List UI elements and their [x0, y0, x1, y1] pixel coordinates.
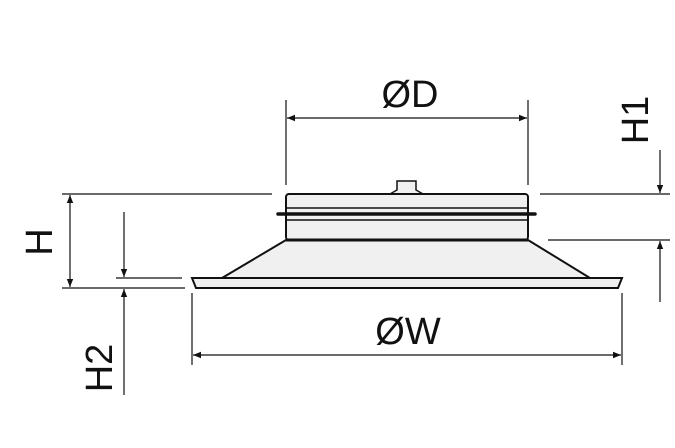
nozzle: [387, 180, 426, 195]
label-diameter-w: ØW: [375, 311, 441, 353]
cone-body: [218, 239, 594, 279]
dimension-lines: [62, 100, 670, 395]
label-height-h: H: [19, 228, 61, 255]
label-height-h1: H1: [615, 96, 657, 145]
base-plate: [190, 277, 624, 289]
label-height-h2: H2: [79, 344, 121, 393]
upper-body: [285, 193, 529, 241]
suction-cup-part: [190, 180, 624, 289]
label-diameter-d: ØD: [382, 74, 439, 116]
